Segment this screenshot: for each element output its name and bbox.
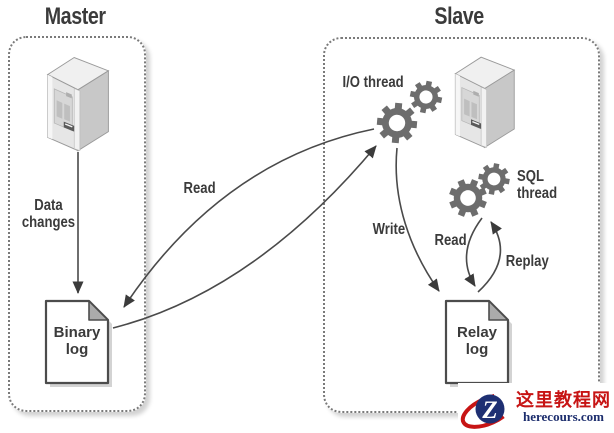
slave-title: Slave	[434, 3, 485, 30]
watermark: Z 这里教程网 herecours.com	[458, 383, 614, 433]
watermark-logo-icon: Z	[460, 393, 516, 429]
read-master-label: Read	[183, 180, 217, 197]
watermark-site-url: herecours.com	[523, 409, 604, 425]
master-title: Master	[44, 3, 106, 30]
replay-label: Replay	[505, 253, 549, 270]
relay-log-label: Relay log	[456, 324, 498, 358]
read-relay-label: Read	[434, 232, 468, 249]
watermark-site-name: 这里教程网	[516, 390, 611, 411]
sql-thread-label: SQL thread	[517, 168, 558, 203]
write-label: Write	[372, 221, 406, 238]
data-changes-label: Data changes	[21, 197, 75, 232]
watermark-texts: 这里教程网 herecours.com	[516, 391, 611, 424]
document-icon	[44, 299, 112, 387]
io-thread-label: I/O thread	[342, 74, 404, 91]
document-icon	[444, 299, 512, 387]
binary-log-label: Binary log	[53, 324, 101, 358]
binary-log-document: Binary log	[44, 299, 118, 393]
relay-log-document: Relay log	[444, 299, 518, 393]
watermark-logo: Z	[458, 383, 516, 433]
svg-text:Z: Z	[481, 397, 497, 424]
